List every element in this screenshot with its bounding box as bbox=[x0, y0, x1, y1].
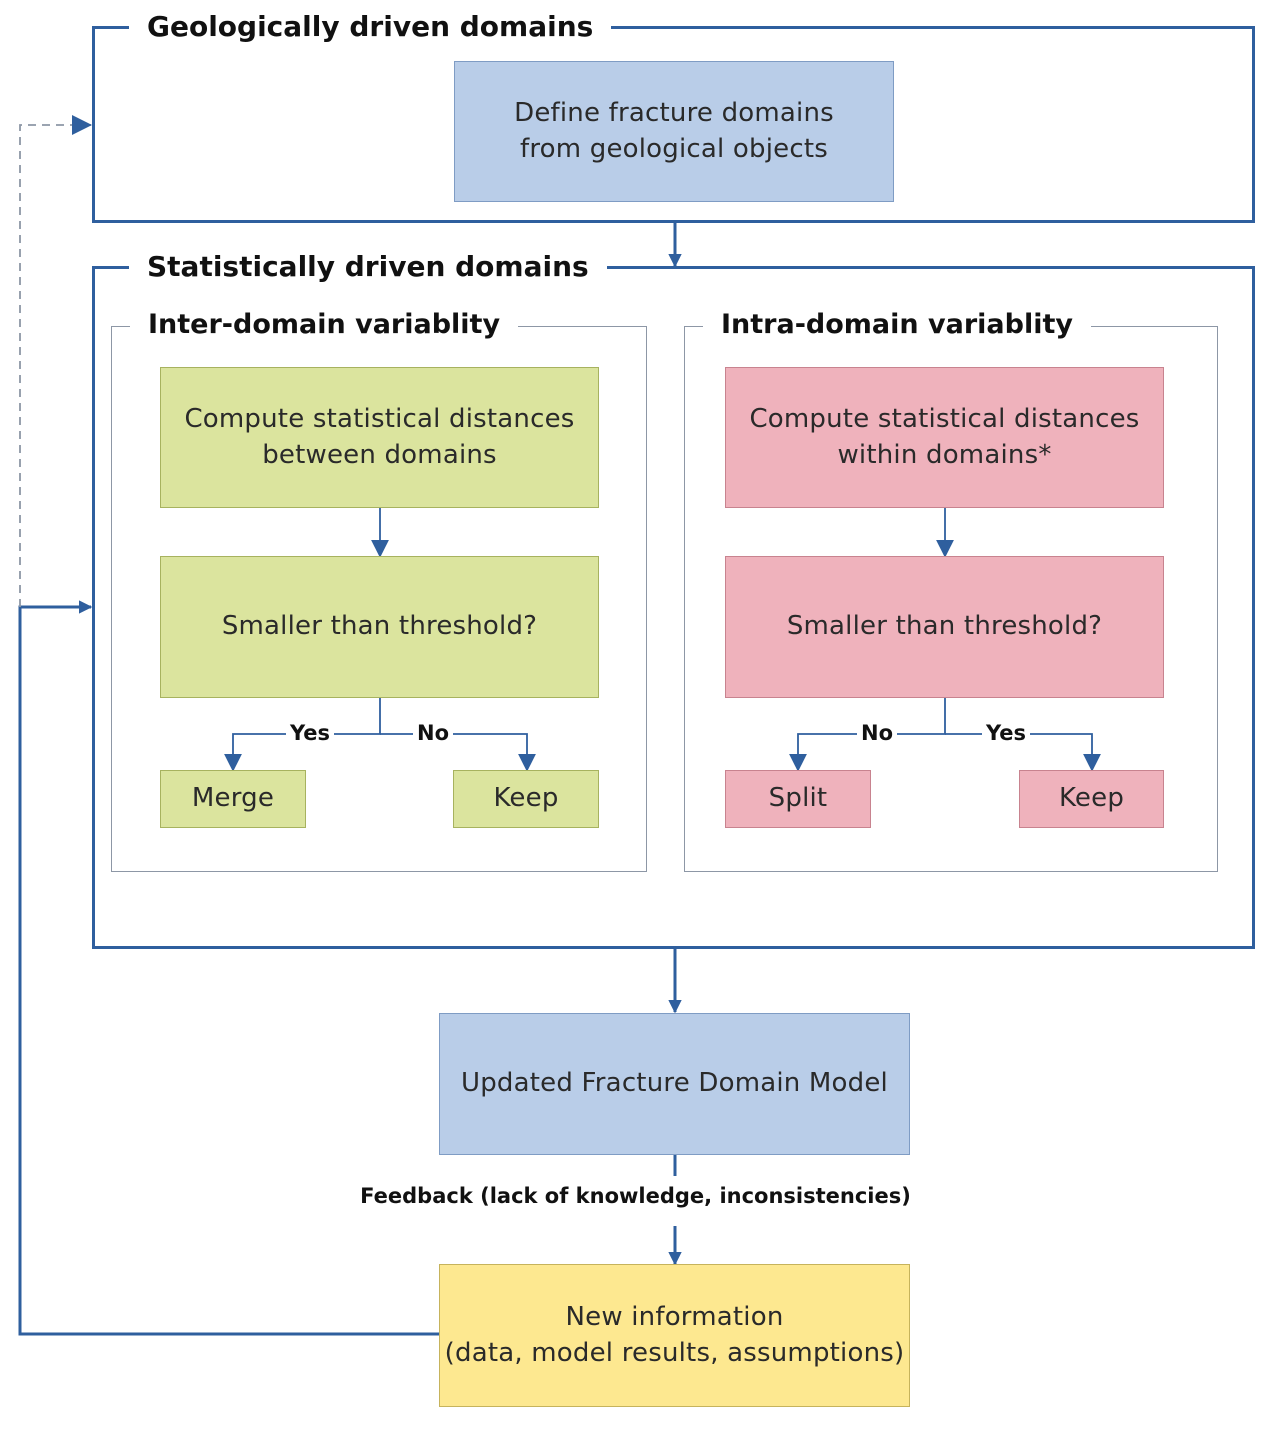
inter-no-label: No bbox=[413, 723, 454, 744]
intra-yes-label: Yes bbox=[982, 723, 1031, 744]
inter-yes-label: Yes bbox=[286, 723, 335, 744]
intra-threshold-box: Smaller than threshold? bbox=[725, 556, 1164, 698]
inter-domain-frame: Inter-domain variablity bbox=[111, 311, 647, 872]
inter-threshold-box: Smaller than threshold? bbox=[160, 556, 599, 698]
intra-compute-box: Compute statistical distances within dom… bbox=[725, 367, 1164, 508]
statistical-frame: Statistically driven domains bbox=[92, 253, 1255, 949]
inter-compute-box: Compute statistical distances between do… bbox=[160, 367, 599, 508]
statistical-frame-title: Statistically driven domains bbox=[129, 253, 607, 281]
merge-box: Merge bbox=[160, 770, 306, 828]
intra-domain-title: Intra-domain variablity bbox=[703, 311, 1091, 338]
geological-frame: Geologically driven domains bbox=[92, 13, 1255, 223]
split-box: Split bbox=[725, 770, 871, 828]
updated-model-box: Updated Fracture Domain Model bbox=[439, 1013, 910, 1155]
geological-frame-title: Geologically driven domains bbox=[129, 13, 612, 41]
intra-keep-box: Keep bbox=[1019, 770, 1164, 828]
feedback-label: Feedback (lack of knowledge, inconsisten… bbox=[360, 1184, 911, 1208]
inter-domain-title: Inter-domain variablity bbox=[130, 311, 519, 338]
define-fracture-domains-box: Define fracture domains from geological … bbox=[454, 61, 894, 202]
new-information-box: New information (data, model results, as… bbox=[439, 1264, 910, 1407]
inter-keep-box: Keep bbox=[453, 770, 599, 828]
arrow-loop-to-statistical bbox=[18, 600, 440, 1336]
arrow-dashed-loop-to-geological bbox=[19, 124, 91, 607]
arrow-dashed-head bbox=[72, 115, 92, 135]
intra-no-label: No bbox=[857, 723, 898, 744]
intra-domain-frame: Intra-domain variablity bbox=[684, 311, 1218, 872]
